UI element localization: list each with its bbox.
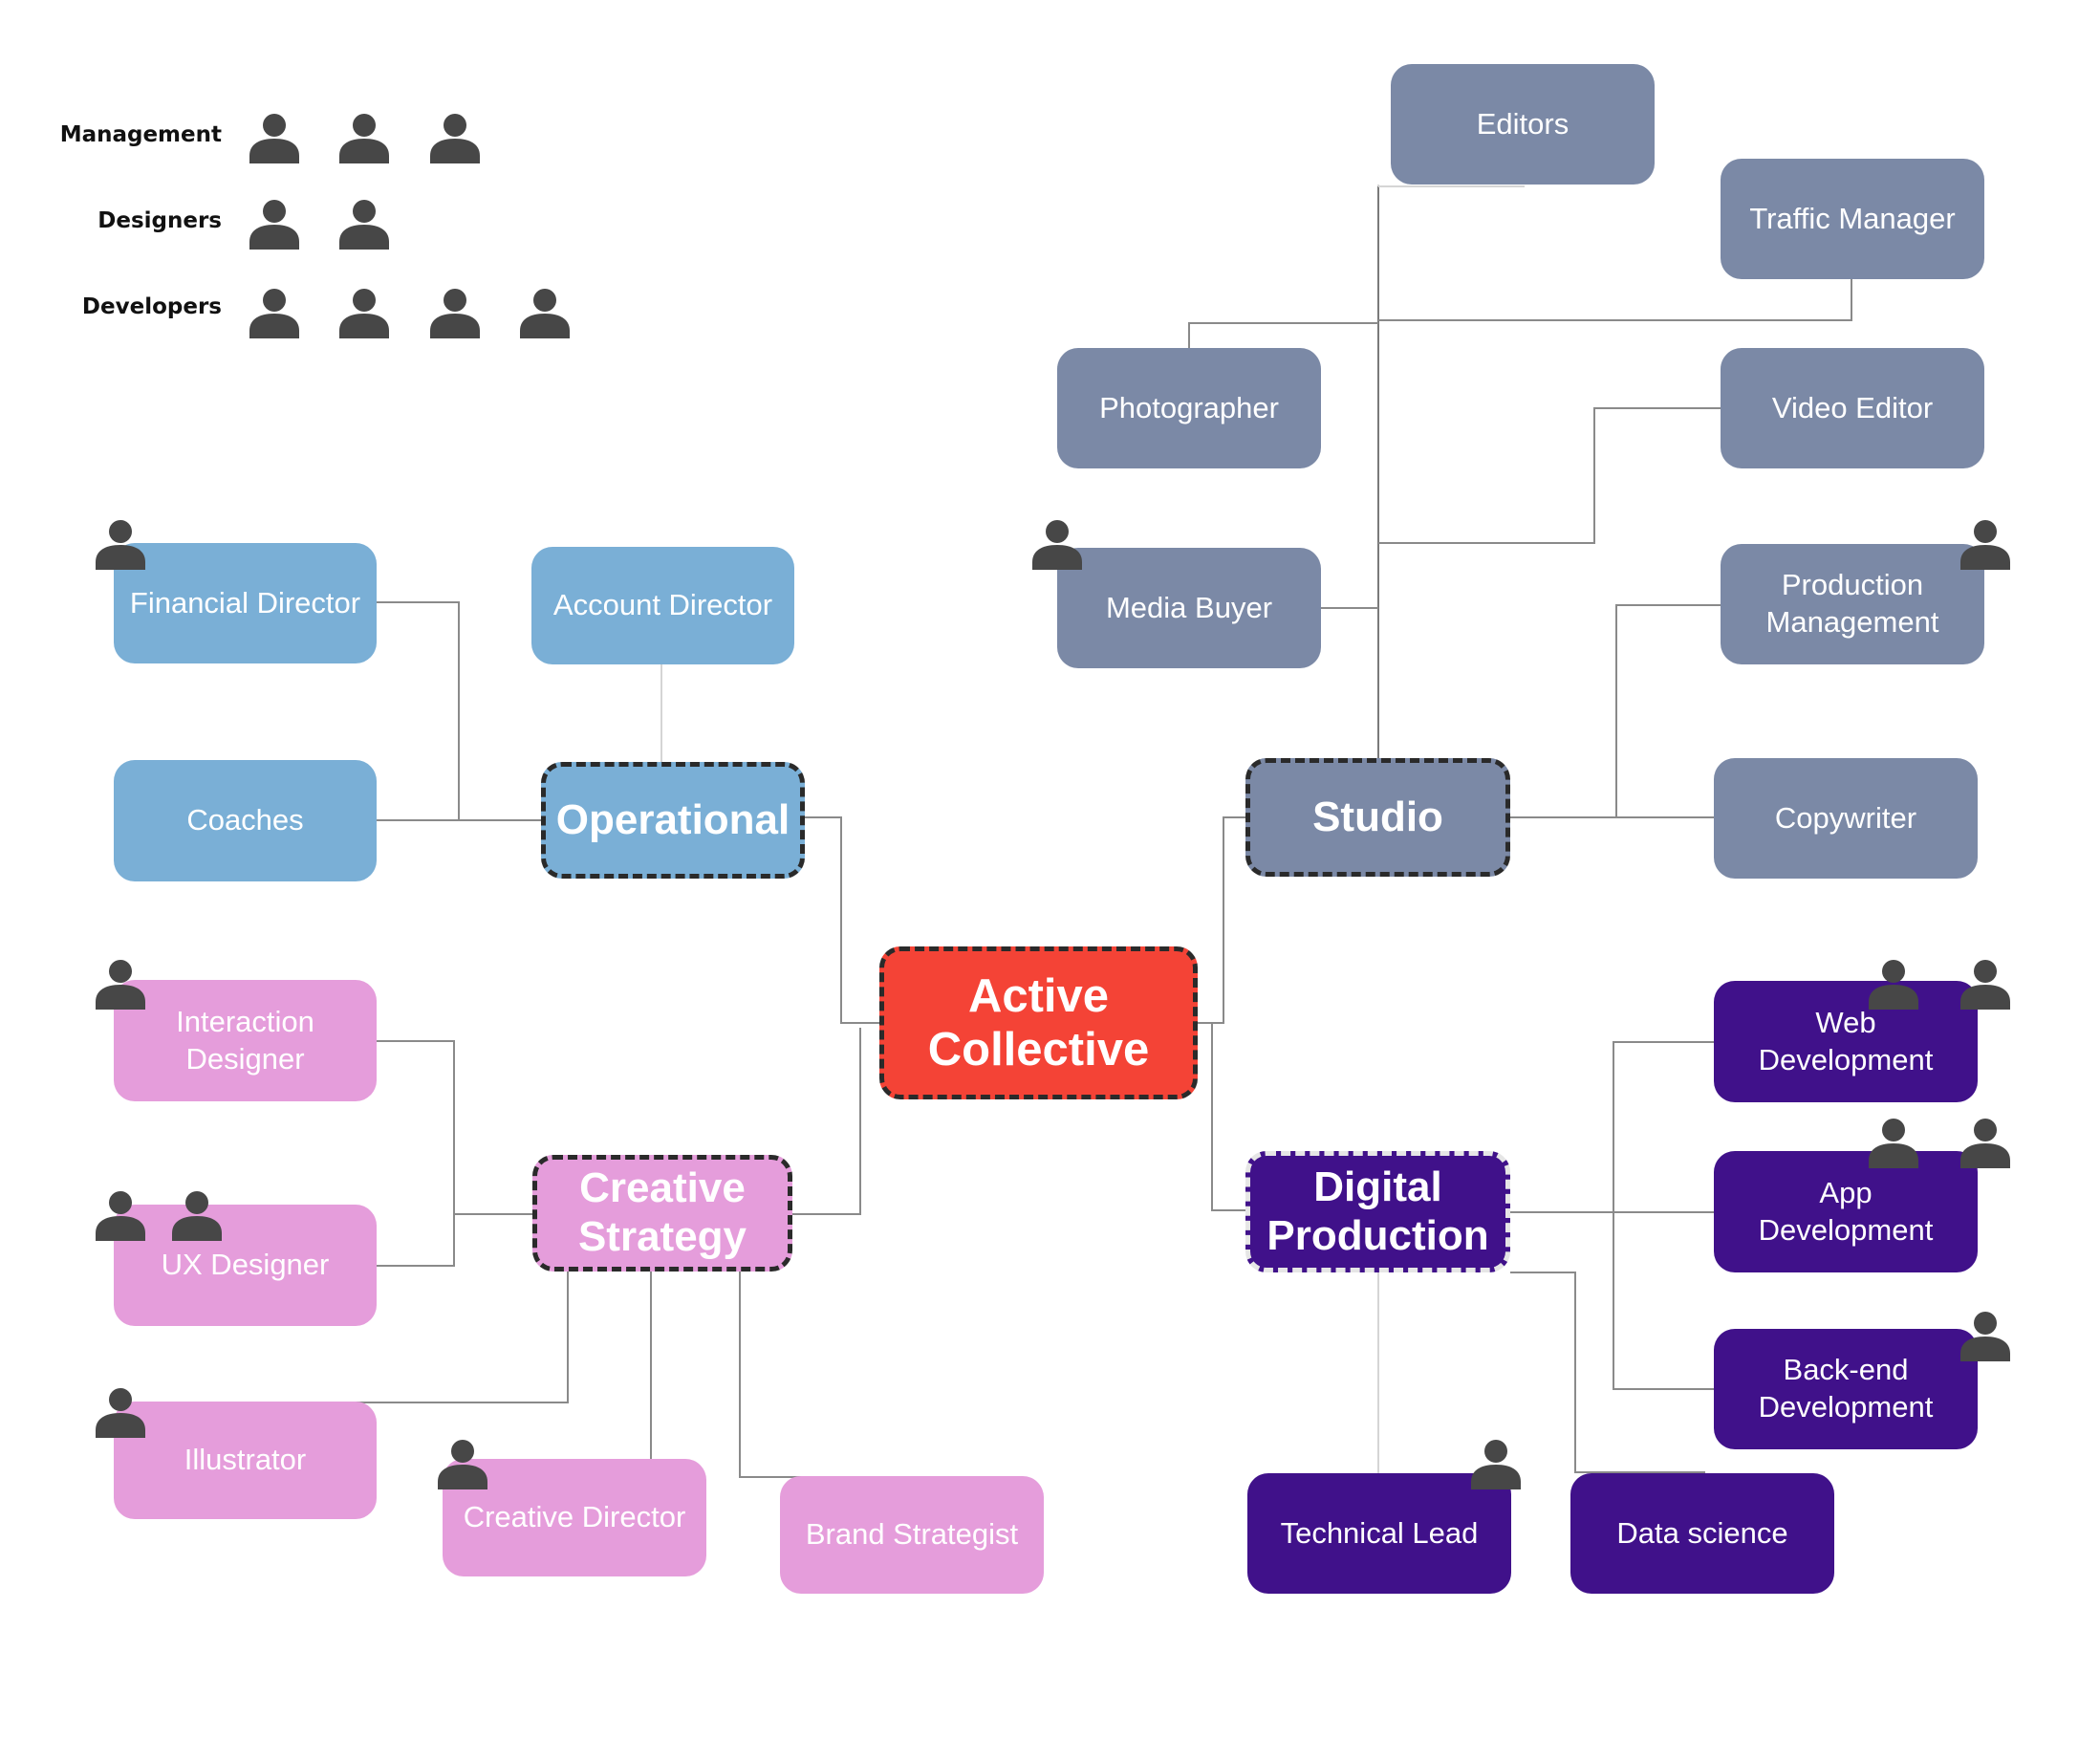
person-icon [96, 520, 145, 570]
role-backend-development[interactable]: Back-end Development [1714, 1329, 1978, 1449]
person-icon [430, 114, 480, 163]
person-icon [1471, 1440, 1521, 1489]
role-account-director[interactable]: Account Director [531, 547, 794, 664]
person-icon [1032, 520, 1082, 570]
line-ux-designer [377, 1214, 455, 1267]
line-creative-director [574, 1272, 652, 1461]
line-center-creative [791, 1028, 861, 1215]
person-icon [249, 289, 299, 338]
legend-label-management: Management [59, 122, 222, 147]
person-icon [172, 1191, 222, 1241]
hub-operational[interactable]: Operational [541, 762, 805, 879]
person-icon [249, 114, 299, 163]
role-video-editor[interactable]: Video Editor [1721, 348, 1984, 468]
role-financial-director[interactable]: Financial Director [114, 543, 377, 663]
role-interaction-designer[interactable]: Interaction Designer [114, 980, 377, 1101]
person-icon [438, 1440, 487, 1489]
line-production-management [1510, 604, 1721, 818]
role-photographer[interactable]: Photographer [1057, 348, 1321, 468]
line-video-editor [1378, 407, 1721, 544]
hub-studio[interactable]: Studio [1245, 758, 1510, 877]
person-icon [1869, 960, 1918, 1010]
person-icon [339, 114, 389, 163]
hub-creative-strategy[interactable]: Creative Strategy [532, 1155, 792, 1272]
person-icon [1869, 1119, 1918, 1168]
line-interaction-designer [377, 1040, 532, 1215]
person-icon [96, 1388, 145, 1438]
line-traffic-manager [1378, 279, 1852, 321]
hub-digital-production[interactable]: Digital Production [1245, 1151, 1510, 1272]
person-icon [249, 200, 299, 250]
line-financial-director [377, 601, 541, 821]
line-data-science [1510, 1272, 1705, 1473]
center-node-active-collective[interactable]: Active Collective [879, 946, 1198, 1099]
person-icon [1960, 1119, 2010, 1168]
person-icon [96, 1191, 145, 1241]
person-icon [430, 289, 480, 338]
line-center-studio [1197, 816, 1245, 1024]
role-data-science[interactable]: Data science [1570, 1473, 1834, 1594]
person-icon [520, 289, 570, 338]
line-backend-development [1613, 1212, 1714, 1390]
line-center-operational [801, 816, 886, 1024]
legend-label-designers: Designers [97, 208, 222, 233]
person-icon [1960, 960, 2010, 1010]
role-production-management[interactable]: Production Management [1721, 544, 1984, 664]
role-media-buyer[interactable]: Media Buyer [1057, 548, 1321, 668]
role-illustrator[interactable]: Illustrator [114, 1402, 377, 1519]
line-center-digital [1197, 1022, 1245, 1211]
role-coaches[interactable]: Coaches [114, 760, 377, 881]
line-web-development [1510, 1041, 1714, 1213]
role-copywriter[interactable]: Copywriter [1714, 758, 1978, 879]
role-brand-strategist[interactable]: Brand Strategist [780, 1476, 1044, 1594]
legend-label-developers: Developers [81, 294, 222, 319]
role-editors[interactable]: Editors [1391, 64, 1655, 185]
person-icon [1960, 1312, 2010, 1361]
person-icon [339, 289, 389, 338]
person-icon [1960, 520, 2010, 570]
role-technical-lead[interactable]: Technical Lead [1247, 1473, 1511, 1594]
role-app-development[interactable]: App Development [1714, 1151, 1978, 1272]
line-brand-strategist [739, 1272, 912, 1478]
role-traffic-manager[interactable]: Traffic Manager [1721, 159, 1984, 279]
person-icon [339, 200, 389, 250]
person-icon [96, 960, 145, 1010]
role-web-development[interactable]: Web Development [1714, 981, 1978, 1102]
role-ux-designer[interactable]: UX Designer [114, 1205, 377, 1326]
